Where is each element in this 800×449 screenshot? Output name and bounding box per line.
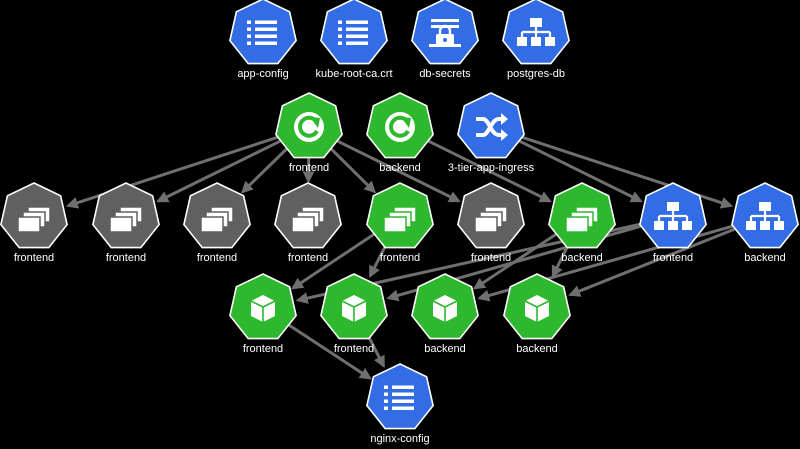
pod-cube-icon <box>250 295 276 322</box>
service-icon <box>746 202 784 230</box>
node-shape <box>411 0 479 65</box>
deployment-cycle-icon <box>294 112 324 142</box>
node-label: kube-root-ca.crt <box>315 68 392 80</box>
node-label: backend <box>516 343 558 355</box>
edge-deploy-frontend-to-rs-frontend-5 <box>329 147 377 194</box>
node-label: frontend <box>243 343 283 355</box>
node-shape <box>229 0 297 65</box>
node-label: frontend <box>653 252 693 264</box>
replicaset-icon <box>383 206 417 233</box>
replicaset-icon <box>474 206 508 233</box>
node-rs-frontend-4[interactable]: frontend <box>274 182 342 264</box>
node-label: frontend <box>14 252 54 264</box>
node-pod-frontend-2[interactable]: frontend <box>320 273 388 355</box>
node-label: backend <box>744 252 786 264</box>
node-svc-frontend[interactable]: frontend <box>639 182 707 264</box>
node-svc-postgres[interactable]: postgres-db <box>502 0 570 80</box>
node-label: backend <box>561 252 603 264</box>
configmap-icon <box>384 385 414 410</box>
edge-deploy-frontend-to-rs-frontend-3 <box>240 146 289 194</box>
deployment-cycle-icon <box>385 112 415 142</box>
node-label: 3-tier-app-ingress <box>448 162 535 174</box>
node-rs-frontend-3[interactable]: frontend <box>183 182 251 264</box>
node-label: frontend <box>288 252 328 264</box>
node-shape <box>320 0 388 65</box>
node-label: frontend <box>471 252 511 264</box>
node-label: frontend <box>289 162 329 174</box>
node-pod-frontend-1[interactable]: frontend <box>229 273 297 355</box>
node-rs-frontend-1[interactable]: frontend <box>0 182 68 264</box>
node-shape <box>366 363 434 430</box>
node-label: backend <box>379 162 421 174</box>
node-rs-frontend-2[interactable]: frontend <box>92 182 160 264</box>
pod-cube-icon <box>341 295 367 322</box>
node-pod-backend-2[interactable]: backend <box>503 273 571 355</box>
edge-pod-frontend-1-to-cm-nginx-config <box>287 323 372 380</box>
configmap-icon <box>247 20 277 45</box>
node-deploy-backend[interactable]: backend <box>366 92 434 174</box>
node-cm-kube-root[interactable]: kube-root-ca.crt <box>315 0 393 80</box>
edge-rs-backend-to-pod-backend-2 <box>551 243 571 278</box>
edge-rs-frontend-5-to-pod-frontend-2 <box>368 243 388 279</box>
node-svc-backend[interactable]: backend <box>731 182 799 264</box>
node-rs-frontend-6[interactable]: frontend <box>457 182 525 264</box>
node-label: db-secrets <box>419 68 471 80</box>
ingress-shuffle-icon <box>476 113 508 141</box>
replicaset-icon <box>17 206 51 233</box>
node-label: backend <box>424 343 466 355</box>
node-label: frontend <box>197 252 237 264</box>
node-label: frontend <box>106 252 146 264</box>
edge-deploy-frontend-to-rs-frontend-2 <box>156 138 283 203</box>
configmap-icon <box>338 20 368 45</box>
edge-deploy-frontend-to-rs-frontend-6 <box>335 138 461 203</box>
edge-svc-backend-to-pod-backend-2 <box>568 226 738 297</box>
node-label: postgres-db <box>507 68 565 80</box>
node-deploy-frontend[interactable]: frontend <box>275 92 343 174</box>
replicaset-icon <box>565 206 599 233</box>
service-icon <box>517 18 555 46</box>
pod-cube-icon <box>432 295 458 322</box>
edge-pod-frontend-2-to-cm-nginx-config <box>366 334 385 369</box>
node-label: frontend <box>380 252 420 264</box>
node-label: frontend <box>334 343 374 355</box>
replicaset-icon <box>200 206 234 233</box>
node-label: nginx-config <box>370 433 429 445</box>
node-secret-db[interactable]: db-secrets <box>411 0 479 80</box>
secret-lock-icon <box>429 19 461 47</box>
node-ingress-3tier[interactable]: 3-tier-app-ingress <box>448 92 535 174</box>
node-rs-backend[interactable]: backend <box>548 182 616 264</box>
node-cm-app-config[interactable]: app-config <box>229 0 297 80</box>
node-rs-frontend-5[interactable]: frontend <box>366 182 434 264</box>
edge-ingress-3tier-to-svc-frontend <box>517 138 643 203</box>
node-cm-nginx-config[interactable]: nginx-config <box>366 363 434 445</box>
replicaset-icon <box>109 206 143 233</box>
edge-rs-frontend-5-to-pod-frontend-1 <box>291 232 376 290</box>
node-label: app-config <box>237 68 288 80</box>
replicaset-icon <box>291 206 325 233</box>
service-icon <box>654 202 692 230</box>
pod-cube-icon <box>524 295 550 322</box>
edge-deploy-backend-to-rs-backend <box>426 138 552 203</box>
node-pod-backend-1[interactable]: backend <box>411 273 479 355</box>
